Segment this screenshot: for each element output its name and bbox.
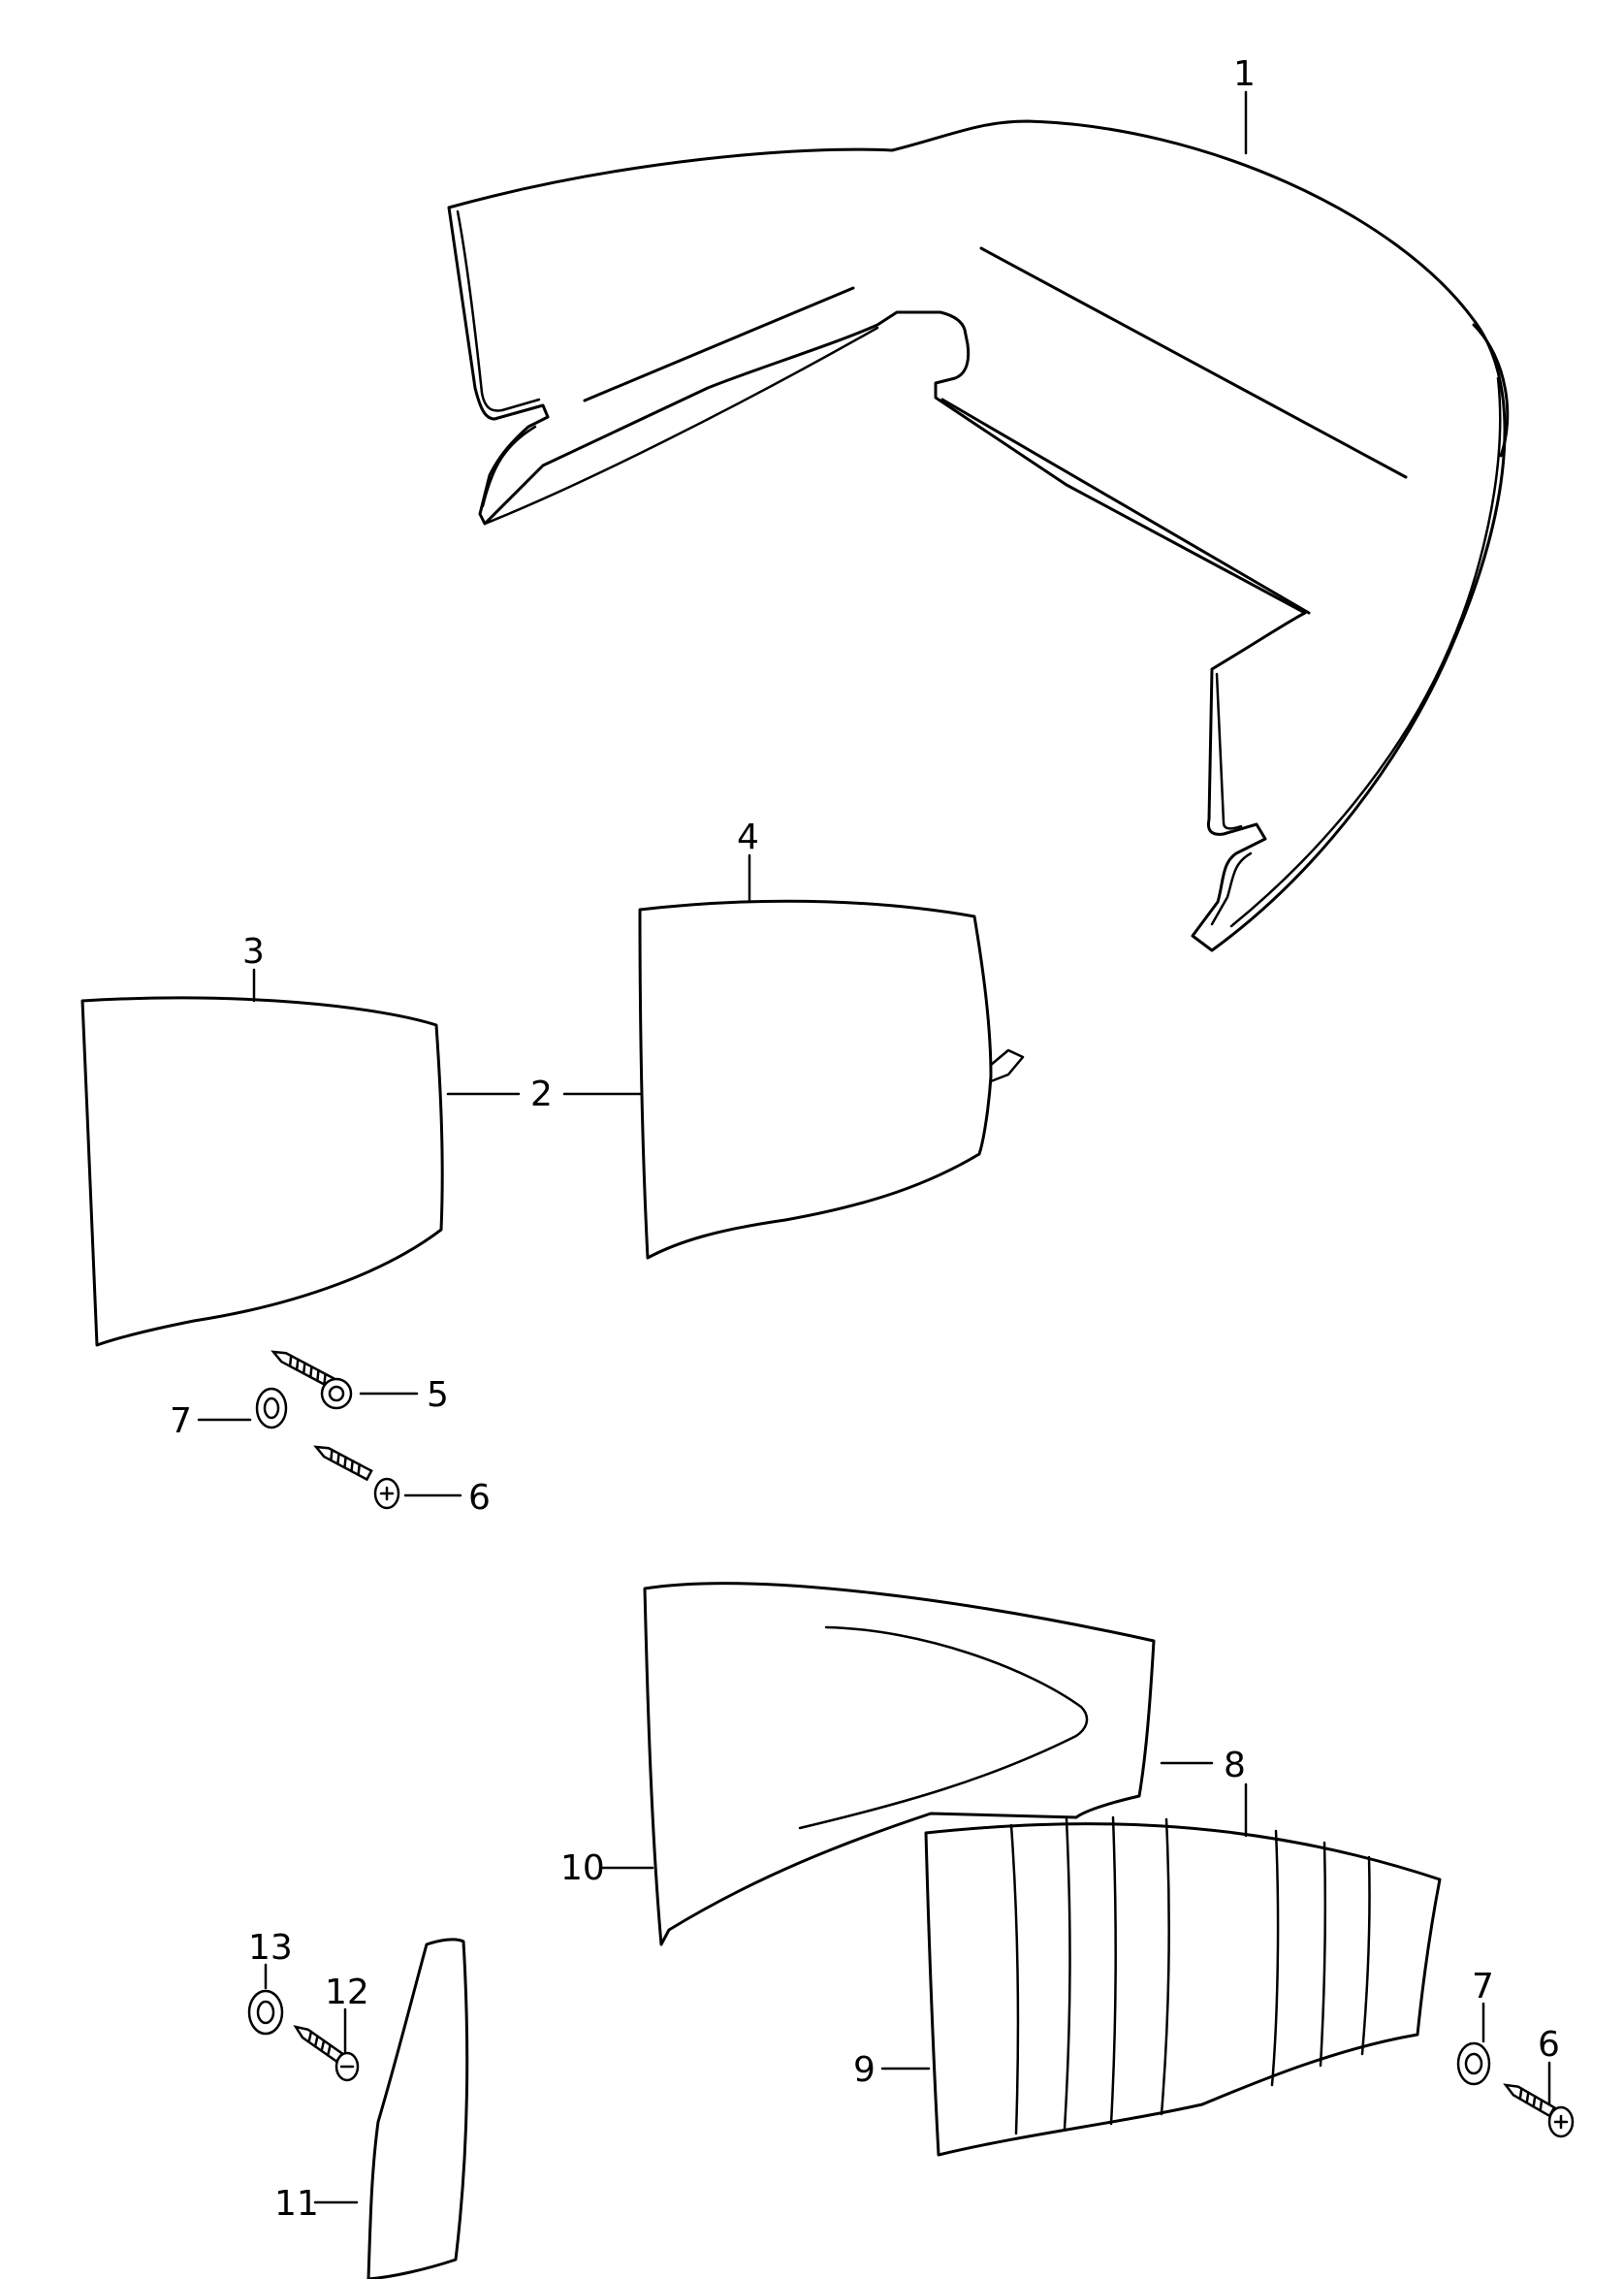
callout-3: 3 <box>242 932 265 972</box>
leader-lines <box>197 90 1551 2204</box>
callout-7b: 7 <box>1472 1967 1494 2006</box>
callout-6a: 6 <box>468 1478 491 1518</box>
callout-7a: 7 <box>170 1401 192 1441</box>
callout-labels: 1 4 3 2 5 7 6 8 10 9 11 13 12 7 6 <box>170 54 1560 2224</box>
part-5-screw-with-clip <box>271 1350 353 1410</box>
callout-9: 9 <box>853 2050 876 2090</box>
part-11-pillar-trim <box>366 1938 469 2279</box>
callout-4: 4 <box>737 818 759 857</box>
part-9-lower-panel <box>924 1815 1442 2157</box>
part-6-screw-right <box>1503 2083 1575 2138</box>
part-3-trim-panel <box>80 996 444 1347</box>
callout-6b: 6 <box>1538 2025 1560 2065</box>
part-12-screw <box>293 2025 360 2082</box>
part-6-screw <box>313 1445 400 1510</box>
callout-10: 10 <box>560 1848 605 1888</box>
callout-8: 8 <box>1224 1746 1246 1785</box>
callout-13: 13 <box>248 1928 293 1968</box>
part-7-washer <box>255 1387 288 1429</box>
part-13-washer <box>247 1989 284 2036</box>
callout-11: 11 <box>274 2184 319 2224</box>
part-10-rear-panel <box>643 1582 1156 1946</box>
callout-2: 2 <box>530 1075 553 1114</box>
part-4-trim-panel <box>638 899 1025 1260</box>
callout-12: 12 <box>325 1973 369 2012</box>
part-9-ribs <box>1009 1815 1371 2135</box>
callout-5: 5 <box>427 1375 449 1415</box>
callout-1: 1 <box>1233 54 1256 94</box>
part-7-washer-right <box>1456 2041 1491 2086</box>
part-1-headliner <box>447 119 1510 952</box>
